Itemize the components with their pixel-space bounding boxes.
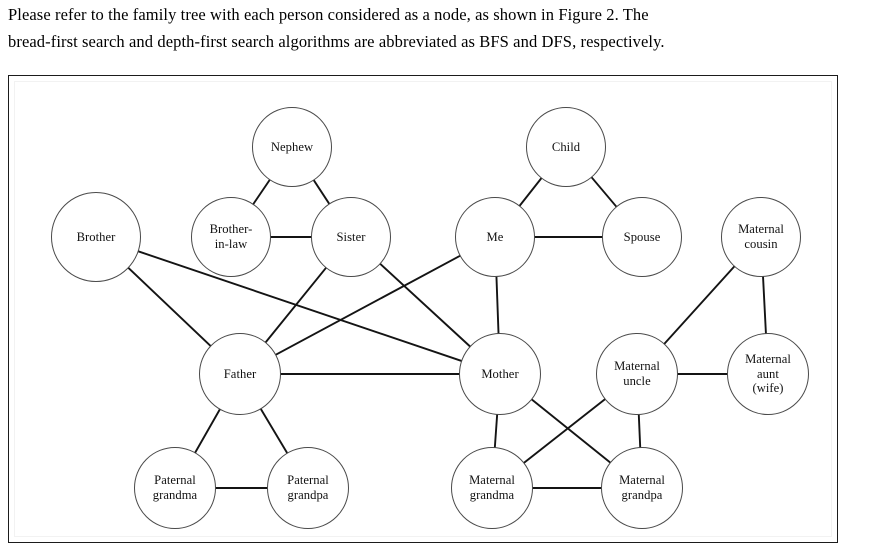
node-sister[interactable]: Sister xyxy=(311,197,391,277)
intro-line-1: Please refer to the family tree with eac… xyxy=(8,5,649,24)
node-label-maternal-cousin: Maternal cousin xyxy=(738,222,784,251)
node-label-nephew: Nephew xyxy=(270,139,314,154)
node-brother[interactable]: Brother xyxy=(51,192,141,282)
node-label-sister: Sister xyxy=(336,229,366,244)
node-label-maternal-aunt: Maternal aunt (wife) xyxy=(745,351,791,396)
node-me[interactable]: Me xyxy=(455,197,535,277)
node-label-spouse: Spouse xyxy=(623,229,661,244)
node-label-maternal-grandpa: Maternal grandpa xyxy=(619,473,665,502)
node-label-paternal-grandpa: Paternal grandpa xyxy=(287,473,329,502)
node-child[interactable]: Child xyxy=(526,107,606,187)
node-maternal-uncle[interactable]: Maternal uncle xyxy=(596,333,678,415)
intro-line-2: bread-first search and depth-first searc… xyxy=(8,31,665,51)
node-label-maternal-grandma: Maternal grandma xyxy=(469,473,515,502)
node-label-paternal-grandma: Paternal grandma xyxy=(152,473,198,502)
node-maternal-cousin[interactable]: Maternal cousin xyxy=(721,197,801,277)
node-label-child: Child xyxy=(551,139,581,154)
intro-paragraph: Please refer to the family tree with eac… xyxy=(8,2,880,55)
node-mother[interactable]: Mother xyxy=(459,333,541,415)
node-label-mother: Mother xyxy=(481,366,519,381)
node-spouse[interactable]: Spouse xyxy=(602,197,682,277)
node-maternal-grandma[interactable]: Maternal grandma xyxy=(451,447,533,529)
figure-inner-border xyxy=(14,81,832,537)
node-paternal-grandma[interactable]: Paternal grandma xyxy=(134,447,216,529)
node-maternal-grandpa[interactable]: Maternal grandpa xyxy=(601,447,683,529)
node-label-brother: Brother xyxy=(76,229,116,244)
node-label-me: Me xyxy=(486,229,504,244)
node-label-maternal-uncle: Maternal uncle xyxy=(614,359,660,388)
node-nephew[interactable]: Nephew xyxy=(252,107,332,187)
node-maternal-aunt[interactable]: Maternal aunt (wife) xyxy=(727,333,809,415)
node-father[interactable]: Father xyxy=(199,333,281,415)
node-brother-in-law[interactable]: Brother- in-law xyxy=(191,197,271,277)
node-label-father: Father xyxy=(223,366,257,381)
node-paternal-grandpa[interactable]: Paternal grandpa xyxy=(267,447,349,529)
figure-frame xyxy=(8,75,838,543)
node-label-brother-in-law: Brother- in-law xyxy=(209,222,253,251)
